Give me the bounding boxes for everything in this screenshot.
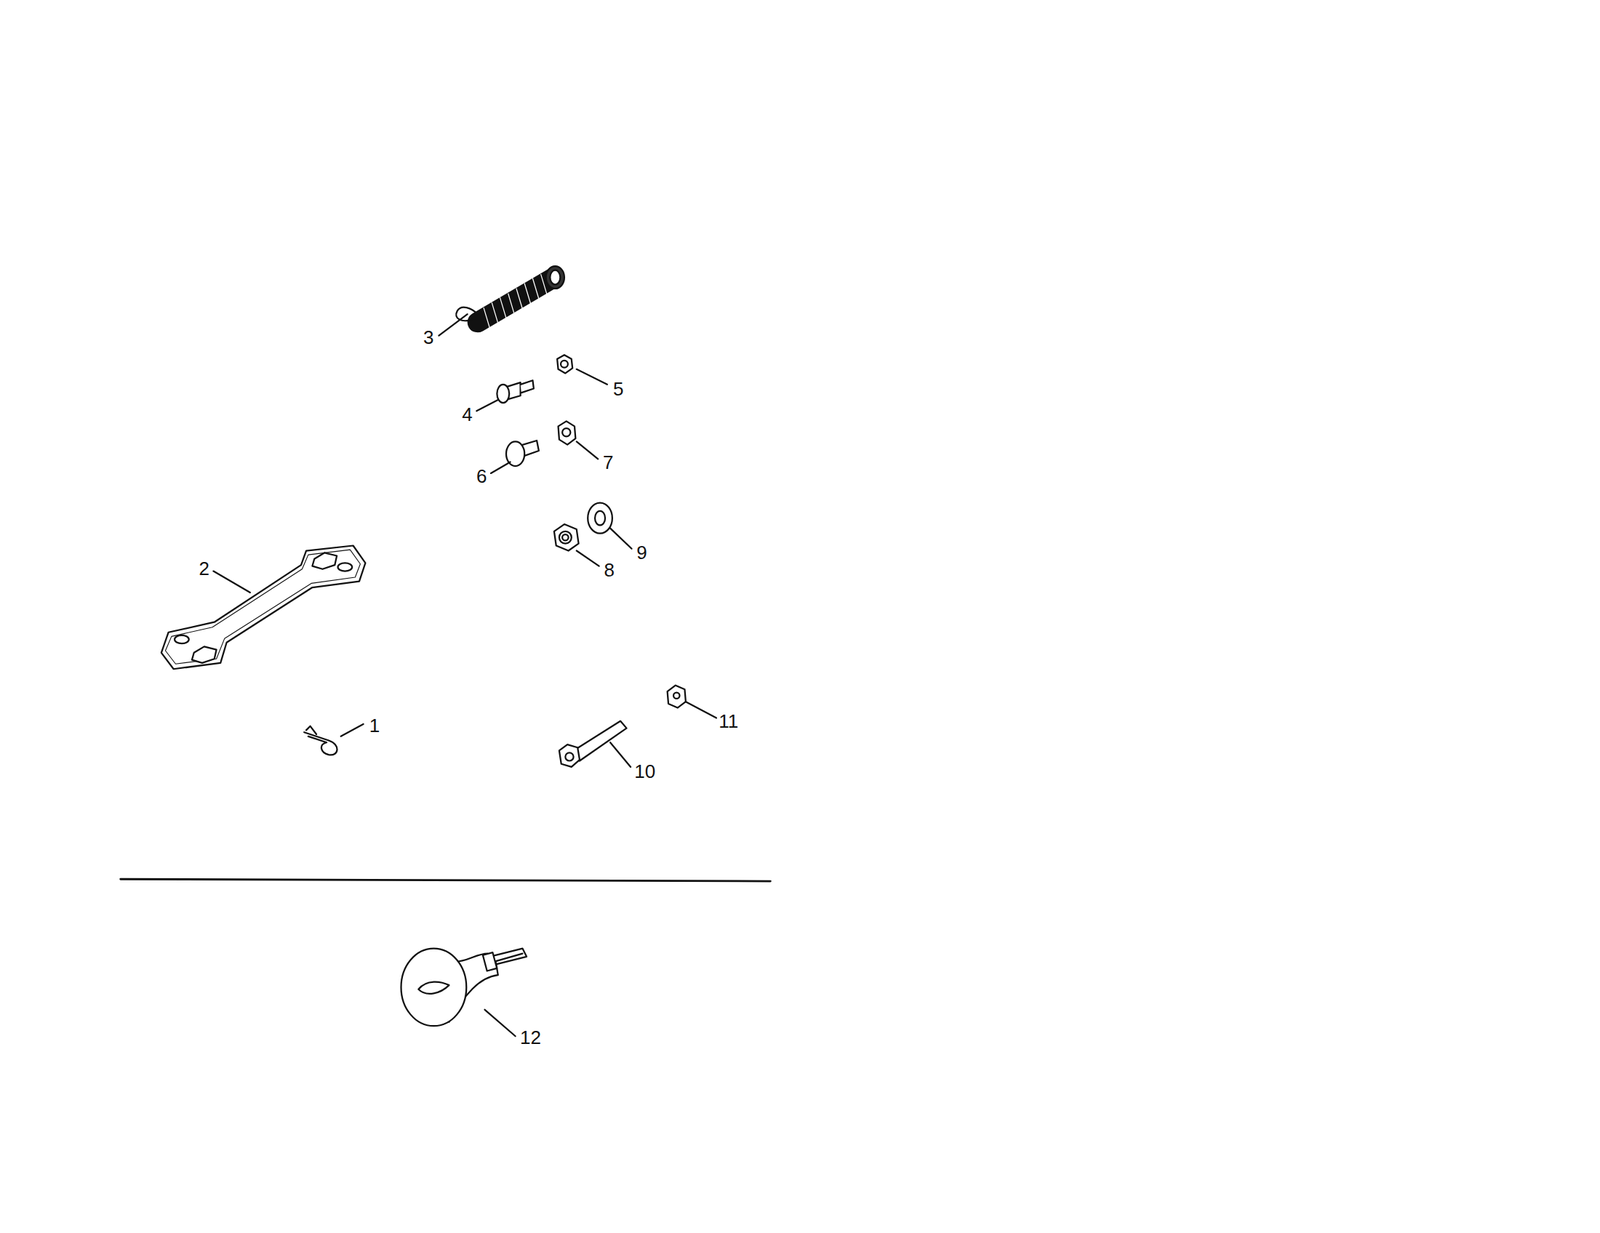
spring bbox=[456, 266, 565, 329]
plate bbox=[161, 546, 366, 670]
shoulder-bolt bbox=[496, 380, 534, 403]
callout-number: 10 bbox=[634, 762, 656, 782]
callout-number: 1 bbox=[369, 716, 380, 736]
lock-nut bbox=[554, 524, 579, 551]
leader-lines bbox=[213, 314, 717, 1037]
callout-number: 11 bbox=[718, 712, 739, 731]
callout-number: 12 bbox=[520, 1028, 542, 1048]
callout-number: 4 bbox=[461, 405, 472, 424]
hex-bolt bbox=[559, 721, 627, 768]
callout-number: 2 bbox=[198, 559, 209, 579]
washer bbox=[587, 503, 613, 534]
hex-nut bbox=[558, 421, 576, 445]
callout-number: 6 bbox=[476, 466, 487, 486]
callout-number: 5 bbox=[613, 379, 624, 399]
callout-number: 7 bbox=[602, 453, 614, 472]
hex-nut bbox=[557, 354, 573, 374]
rivet bbox=[506, 440, 539, 467]
callout-number: 9 bbox=[636, 543, 647, 563]
callout-number: 8 bbox=[603, 560, 614, 580]
knob bbox=[401, 949, 528, 1027]
callout-number: 3 bbox=[423, 328, 434, 347]
hairpin-clip bbox=[304, 726, 337, 756]
hex-nut bbox=[667, 685, 686, 709]
